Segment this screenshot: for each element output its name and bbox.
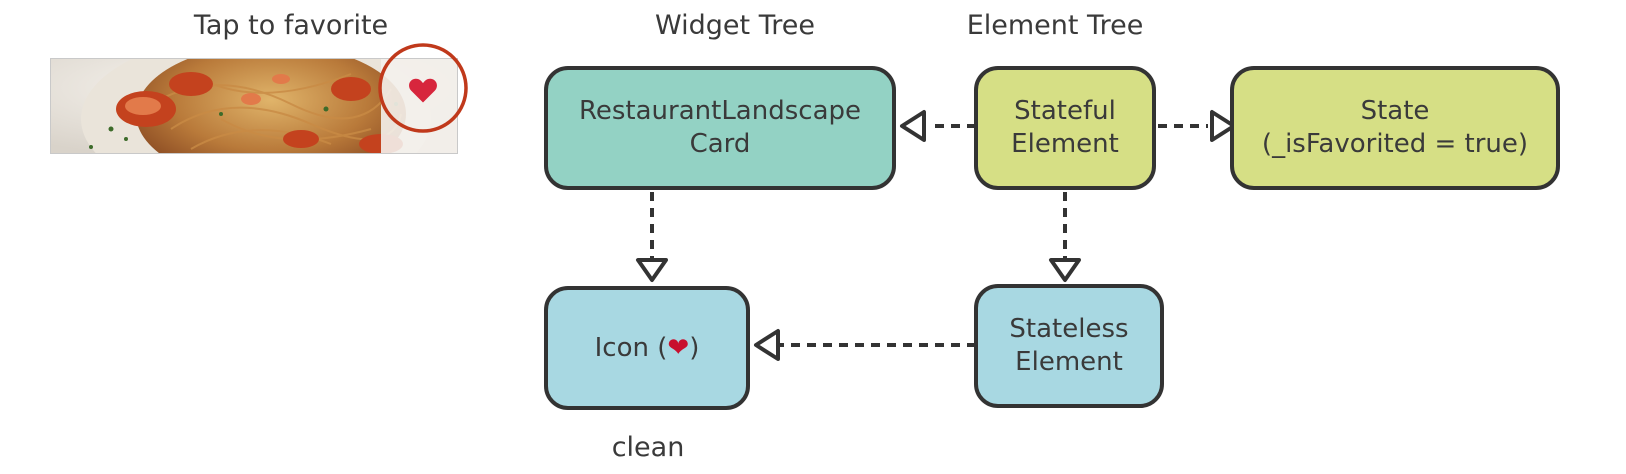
heart-emoji-icon: ❤ [667, 332, 690, 363]
stateless-element-node[interactable]: Stateless Element [974, 284, 1164, 408]
stateful-element-node[interactable]: Stateful Element [974, 66, 1156, 190]
stateful-element-line2: Element [1011, 129, 1119, 159]
state-line1: State [1360, 96, 1430, 126]
icon-widget-node[interactable]: Icon (❤) [544, 286, 750, 410]
widget-tree-title: Widget Tree [655, 10, 815, 41]
element-tree-title: Element Tree [966, 10, 1144, 41]
arrowhead-left-icon [754, 329, 780, 361]
arrowhead-down-icon [636, 258, 668, 282]
favorite-highlight-circle [378, 43, 468, 133]
arrowhead-left-card [900, 110, 926, 142]
arrowhead-down-stateless [1049, 258, 1081, 282]
state-line2: (_isFavorited = true) [1261, 129, 1529, 159]
stateless-element-line2: Element [1015, 347, 1123, 377]
stateful-element-line1: Stateful [1014, 96, 1116, 126]
pasta-photo [51, 59, 457, 153]
restaurant-card-line2: Card [689, 129, 751, 159]
tap-to-favorite-title: Tap to favorite [193, 10, 389, 41]
state-node[interactable]: State (_isFavorited = true) [1230, 66, 1560, 190]
icon-widget-label: Icon (❤) [594, 332, 700, 363]
icon-status-caption: clean [611, 432, 685, 463]
heart-icon[interactable] [408, 76, 438, 104]
arrowhead-right-state [1210, 110, 1236, 142]
restaurant-landscape-card-node[interactable]: RestaurantLandscape Card [544, 66, 896, 190]
restaurant-card-line1: RestaurantLandscape [578, 96, 861, 126]
stateless-element-line1: Stateless [1009, 314, 1129, 344]
restaurant-card-preview[interactable] [50, 58, 458, 154]
